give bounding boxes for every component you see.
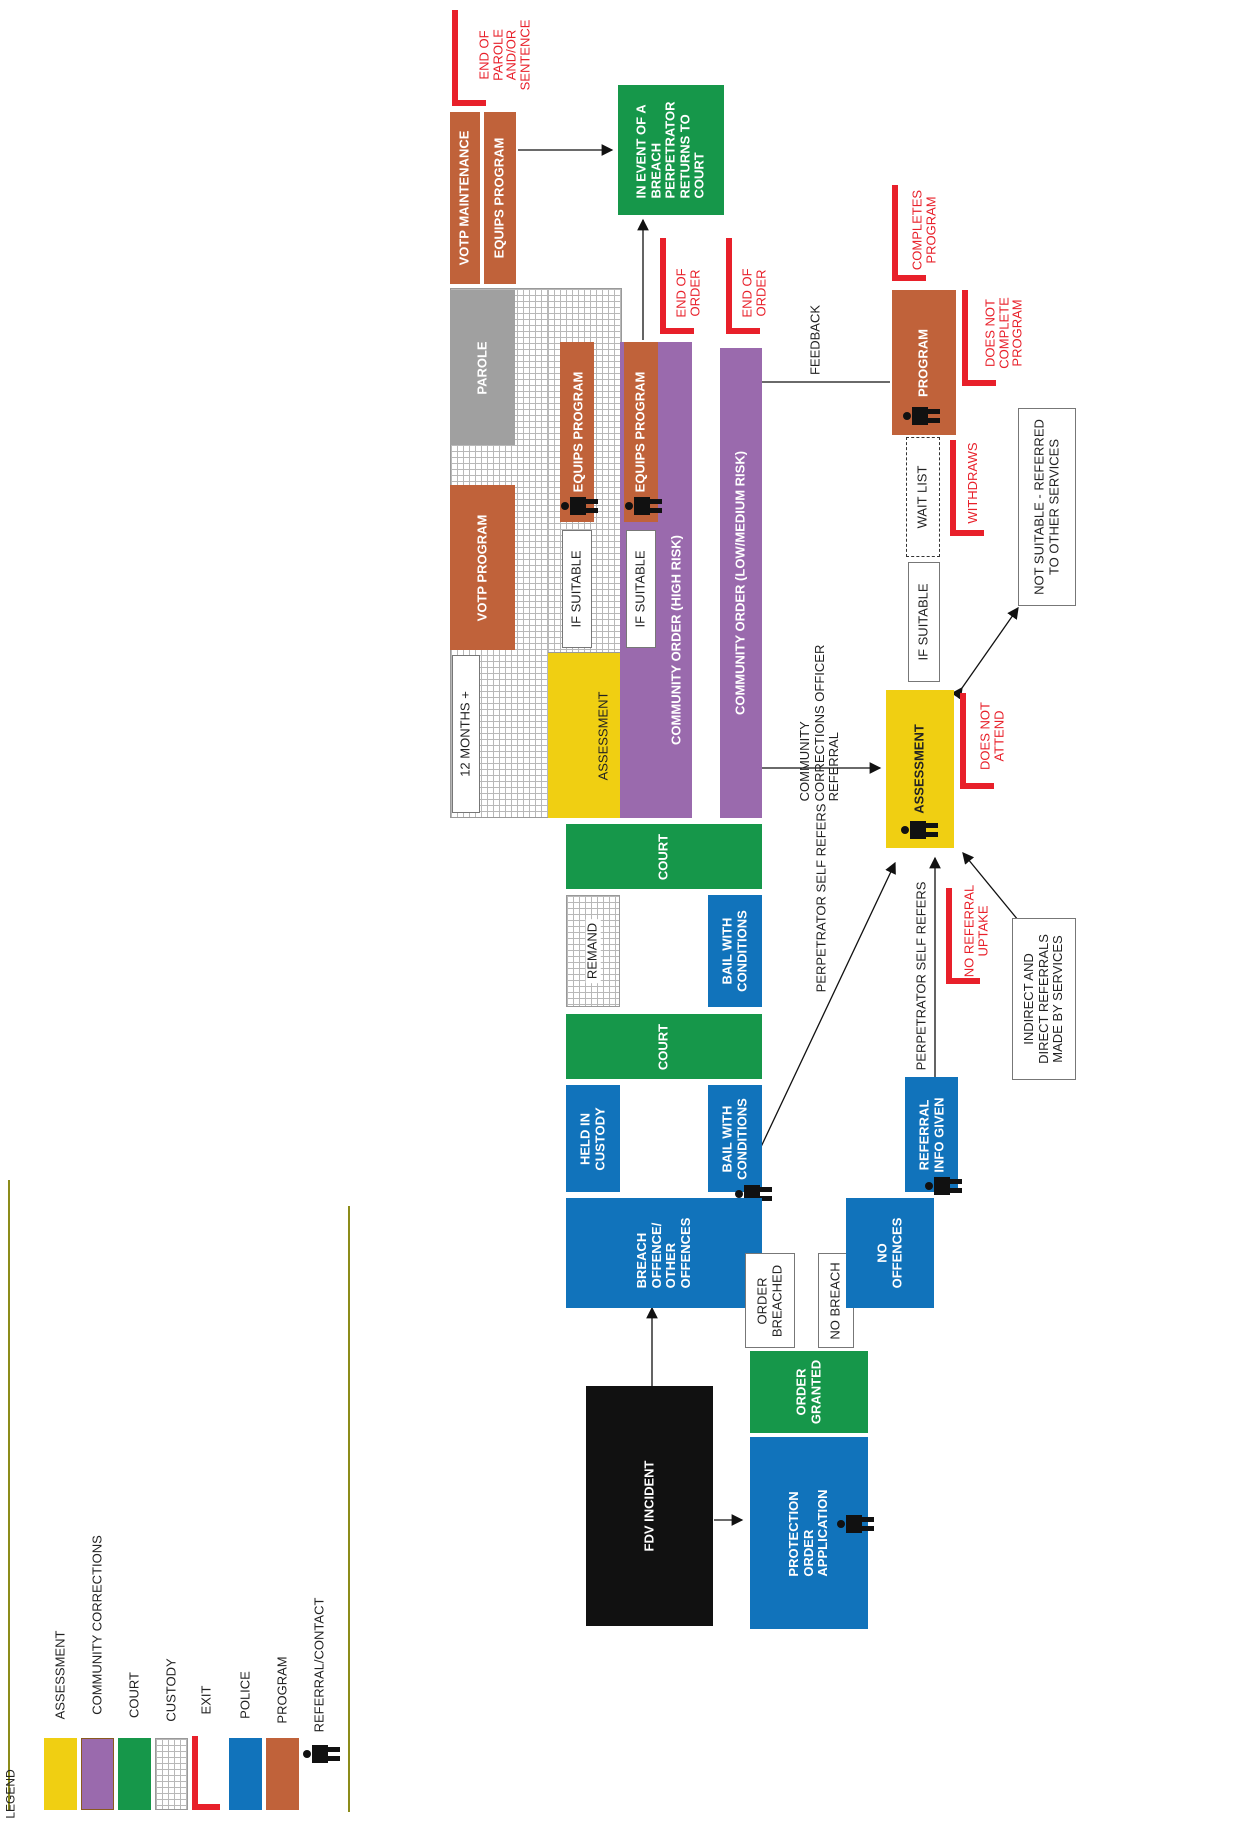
exit-end-order-2-label: END OF ORDER [739,268,768,318]
court-box-1: COURT [566,1014,762,1079]
community-order-high-label: COMMUNITY ORDER (HIGH RISK) [668,535,684,745]
exit-end-order-1 [660,328,694,334]
exit-end-order-1 [660,238,666,334]
held-in-custody-box: HELD IN CUSTODY [566,1085,620,1192]
exit-does-not-complete-label: DOES NOT COMPLETE PROGRAM [982,297,1025,369]
breach-offence-box: BREACH OFFENCE/ OTHER OFFENCES [566,1198,762,1308]
exit-end-parole [452,10,458,106]
exit-does-not-complete [962,380,996,386]
exit-end-parole [452,100,486,106]
fdv-incident-box: FDV INCIDENT [586,1386,713,1626]
exit-does-not-attend-label: DOES NOT ATTEND [977,702,1006,770]
legend-swatch-custody [155,1738,188,1810]
court-box-2: COURT [566,824,762,889]
bail-conditions-box-1: BAIL WITH CONDITIONS [708,1085,762,1192]
legend-swatch-exit [192,1736,198,1810]
person-icon [303,1745,340,1763]
no-offences-box: NO OFFENCES [846,1198,934,1308]
not-suitable-box: NOT SUITABLE - REFERRED TO OTHER SERVICE… [1018,408,1076,606]
if-suitable-box-2: IF SUITABLE [626,530,656,648]
legend-swatch-program [266,1738,299,1810]
person-icon [925,1177,962,1195]
exit-withdraws [950,530,984,536]
votp-maintenance-box: VOTP MAINTENANCE [450,112,480,284]
if-suitable-box-1: IF SUITABLE [562,530,592,648]
exit-no-referral-uptake [946,888,952,984]
exit-completes-program-label: COMPLETES PROGRAM [909,189,938,271]
person-icon [625,497,662,515]
community-order-low-box: COMMUNITY ORDER (LOW/MEDIUM RISK) [720,348,762,818]
order-granted-box: ORDER GRANTED [750,1351,868,1433]
exit-no-referral-uptake-label: NO REFERRAL UPTAKE [961,884,990,978]
exit-withdraws-label: WITHDRAWS [965,442,981,524]
exit-does-not-attend [960,693,966,789]
breach-return-court-box: IN EVENT OF A BREACH PERPETRATOR RETURNS… [618,85,724,215]
legend-swatch-exit [192,1804,220,1810]
wait-list-box: WAIT LIST [906,437,940,557]
legend-divider [348,1206,350,1812]
parole-box: PAROLE [450,290,515,445]
remand-box: REMAND [566,895,620,1007]
exit-end-order-2 [726,238,732,334]
legend-swatch-assessment [44,1738,77,1810]
edge-label-cco-referral: COMMUNITY CORRECTIONS OFFICER REFERRAL [797,644,842,801]
equips-program-custody-box: EQUIPS PROGRAM [560,342,594,522]
exit-withdraws [950,440,956,536]
exit-does-not-complete [962,290,968,386]
exit-end-order-1-label: END OF ORDER [673,268,702,318]
person-icon [837,1515,874,1533]
edge-label-self-refers-1: PERPETRATOR SELF REFERS [813,803,829,993]
exit-completes-program [892,185,898,281]
order-breached-box: ORDER BREACHED [745,1253,795,1348]
edge-label-feedback: FEEDBACK [807,304,823,376]
exit-end-order-2 [726,328,760,334]
bail-conditions-box-2: BAIL WITH CONDITIONS [708,895,762,1007]
legend-swatch-police [229,1738,262,1810]
equips-program-high-box: EQUIPS PROGRAM [624,342,658,522]
legend-swatch-court [118,1738,151,1810]
exit-completes-program [892,275,926,281]
twelve-months-box: 12 MONTHS + [452,655,480,813]
exit-no-referral-uptake [946,978,980,984]
if-suitable-box-3: IF SUITABLE [908,562,940,682]
legend-panel: LEGEND ASSESSMENT COMMUNITY CORRECTIONS … [0,1180,360,1820]
legend-divider [8,1180,10,1810]
legend-swatch-community-corrections [81,1738,114,1810]
person-icon [901,821,938,839]
exit-end-parole-label: END OF PAROLE AND/OR SENTENCE [476,19,533,91]
edge-label-self-refers-2: PERPETRATOR SELF REFERS [913,881,929,1071]
indirect-referrals-box: INDIRECT AND DIRECT REFERRALS MADE BY SE… [1012,918,1076,1080]
exit-does-not-attend [960,783,994,789]
equips-program-top-box: EQUIPS PROGRAM [484,112,516,284]
votp-program-box: VOTP PROGRAM [450,485,515,650]
person-icon [903,407,940,425]
person-icon [561,497,598,515]
referral-info-given-box: REFERRAL INFO GIVEN [905,1077,958,1192]
